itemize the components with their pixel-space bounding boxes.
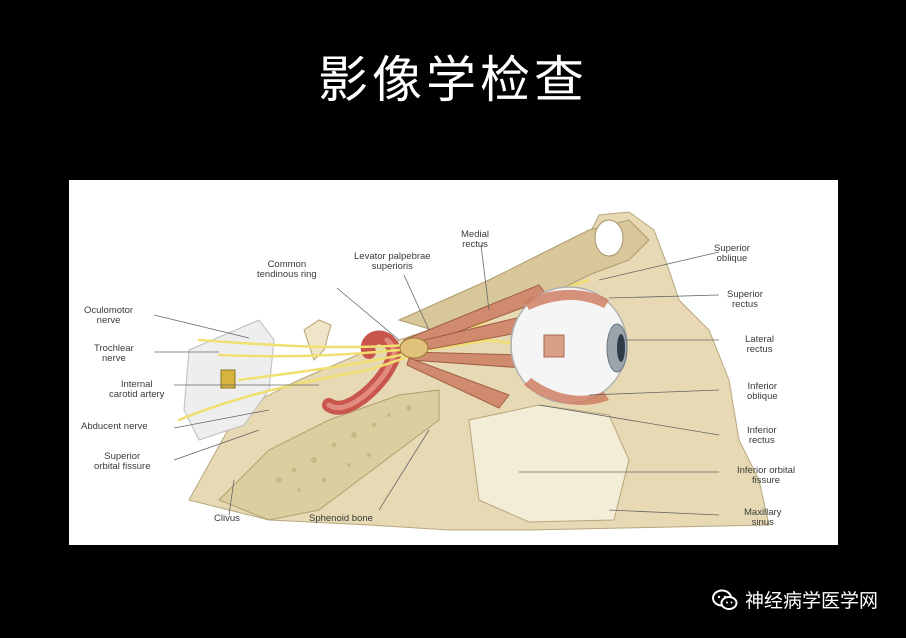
inferior-oblique-label: Inferior oblique	[747, 381, 778, 402]
watermark: 神经病学医学网	[711, 586, 878, 613]
inferior-orbital-fissure-label: Inferior orbital fissure	[737, 465, 796, 486]
medial-rectus-label: Medial rectus	[461, 229, 489, 250]
abducent-nerve-label: Abducent nerve	[81, 421, 148, 432]
trochlear-nerve-label: Trochlear nerve	[94, 343, 134, 364]
superior-rectus-label: Superior rectus	[727, 289, 763, 310]
slide-title: 影像学检查	[318, 51, 588, 109]
inferior-rectus-label: Inferior rectus	[747, 425, 777, 446]
superior-orbital-fissure-label: Superior orbital fissure	[94, 451, 151, 472]
orbit-anatomy-figure: Oculomotor nerve Trochlear nerve Interna…	[69, 180, 838, 545]
maxillary-sinus-label: Maxillary sinus	[744, 507, 782, 528]
sphenoid-bone-label: Sphenoid bone	[309, 513, 373, 524]
orbit-anatomy-illustration	[153, 211, 770, 531]
lateral-rectus-label: Lateral rectus	[745, 334, 775, 355]
watermark-text: 神经病学医学网	[744, 590, 878, 612]
oculomotor-nerve-label: Oculomotor nerve	[84, 305, 134, 326]
superior-oblique-label: Superior oblique	[714, 243, 750, 264]
common-tendinous-ring-label: Common tendinous ring	[257, 259, 317, 280]
wechat-icon	[711, 588, 739, 612]
levator-palpebrae-superioris-label: Levator palpebrae superioris	[354, 251, 431, 272]
internal-carotid-artery-label: Internal carotid artery	[109, 379, 165, 400]
clivus-label: Clivus	[214, 513, 240, 524]
